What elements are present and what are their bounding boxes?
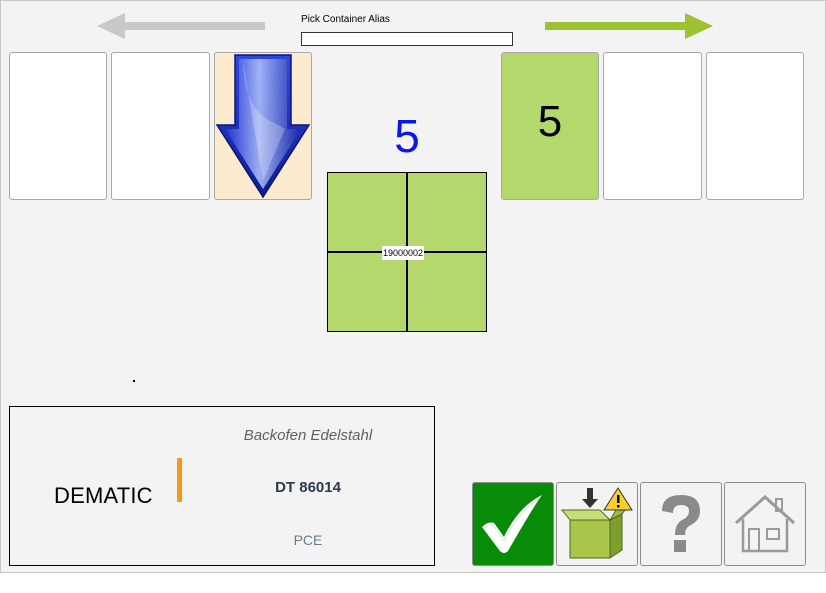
container-id-label: 19000002 [382, 246, 425, 260]
container-cell[interactable] [328, 173, 406, 251]
container-cell[interactable] [328, 253, 406, 331]
question-icon [662, 495, 700, 552]
arrow-right-icon [545, 13, 713, 39]
confirm-button[interactable] [472, 482, 554, 566]
footer-strip [0, 573, 826, 593]
arrow-left-icon [97, 13, 265, 39]
pick-container-alias-input[interactable] [301, 32, 513, 46]
article-info-box: DEMATIC Backofen Edelstahl DT 86014 PCE [9, 406, 435, 566]
dematic-logo: DEMATIC [54, 483, 153, 508]
previous-arrow-button[interactable] [97, 11, 265, 41]
help-button[interactable] [640, 482, 722, 566]
article-description: Backofen Edelstahl [243, 427, 373, 444]
slot-right-1-filled[interactable]: 5 [501, 52, 599, 200]
shortage-button[interactable] [556, 482, 638, 566]
slot-left-3-active[interactable] [214, 52, 312, 200]
container-cell[interactable] [408, 253, 486, 331]
home-button[interactable] [724, 482, 806, 566]
slot-left-1[interactable] [9, 52, 107, 200]
checkmark-icon [482, 495, 542, 553]
stray-dot [133, 380, 135, 382]
unit-of-measure: PCE [293, 532, 323, 548]
next-arrow-button[interactable] [545, 11, 713, 41]
box-warning-icon [560, 487, 633, 559]
put-station-screen: Pick Container Alias [0, 0, 826, 573]
article-number: DT 86014 [275, 479, 341, 496]
slot-right-3[interactable] [706, 52, 804, 200]
home-icon [734, 494, 796, 553]
arrow-down-icon [215, 54, 311, 199]
alias-label: Pick Container Alias [301, 14, 390, 25]
slot-left-2[interactable] [111, 52, 210, 200]
pick-quantity: 5 [394, 110, 420, 162]
container-cell[interactable] [408, 173, 486, 251]
slot-right-2[interactable] [603, 52, 702, 200]
logo-accent-bar [177, 458, 182, 502]
